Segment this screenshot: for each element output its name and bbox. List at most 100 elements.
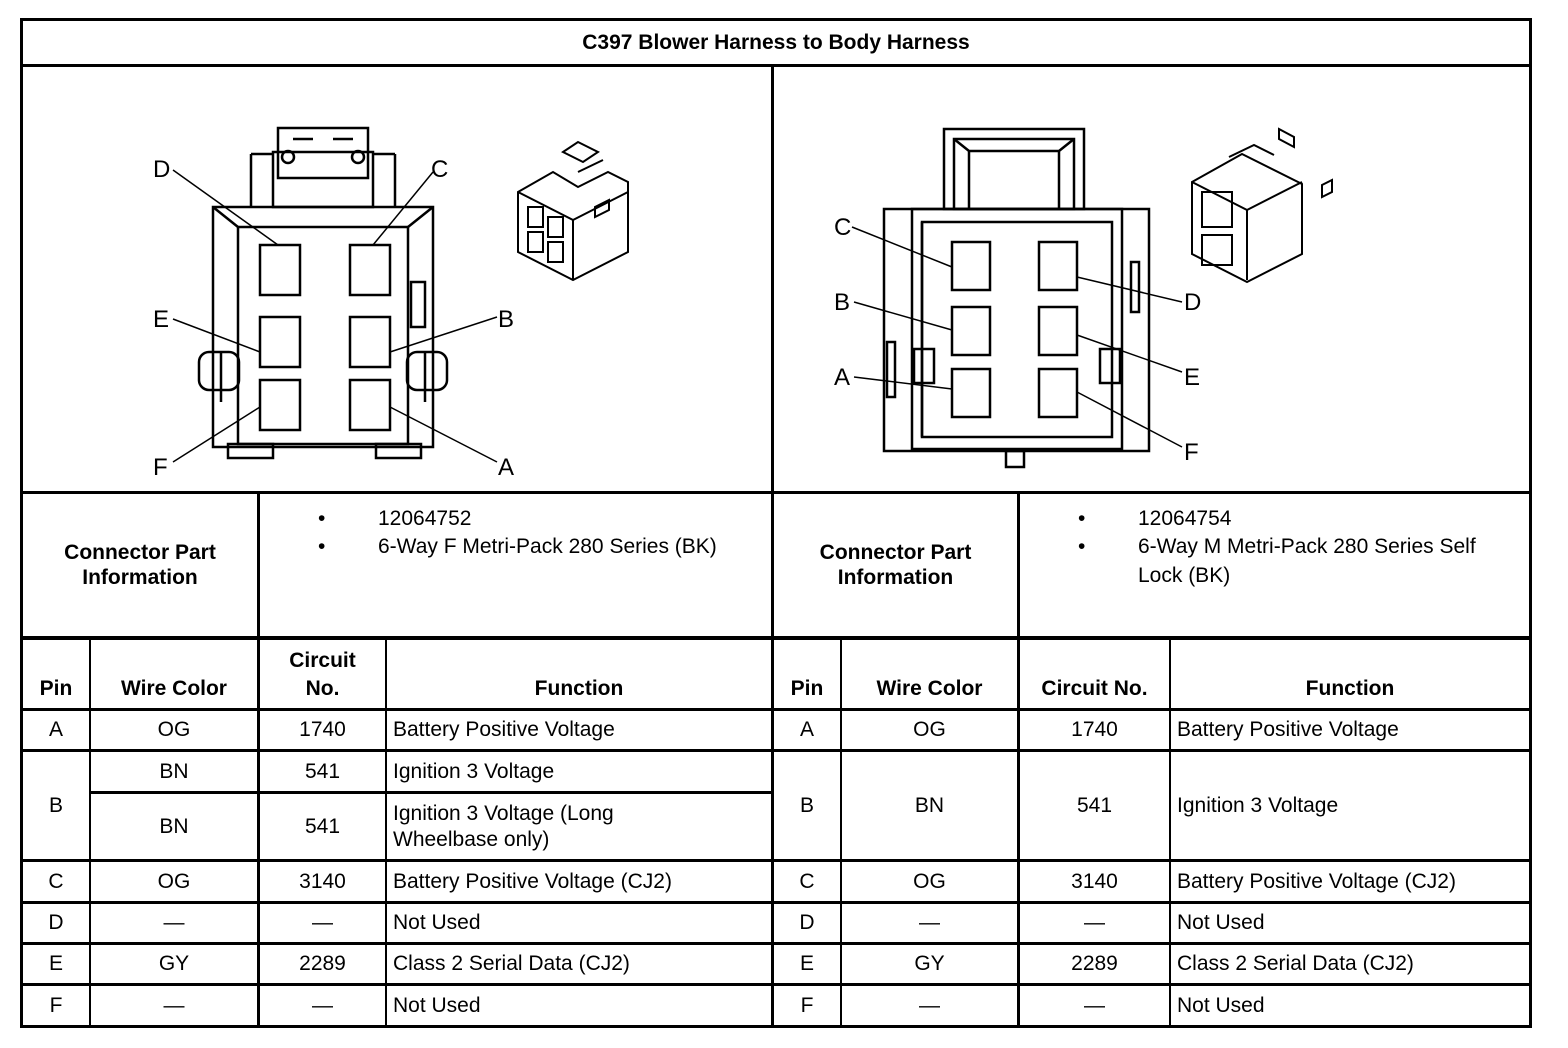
pin-cell: C <box>48 869 64 893</box>
header-pin: Pin <box>39 676 73 700</box>
pin-label: E <box>1184 364 1200 391</box>
pin-label: E <box>153 306 169 333</box>
function-cell: Ignition 3 Voltage <box>1177 793 1339 817</box>
connector-info-label: Connector Part Information <box>64 540 216 589</box>
left-connector-diagram: D C E B F A <box>153 126 629 481</box>
wire-color-cell: BN <box>159 814 189 838</box>
header-wire-color: Wire Color <box>121 676 227 700</box>
function-cell: Ignition 3 Voltage <box>393 759 555 783</box>
function-cell: Battery Positive Voltage <box>1177 718 1399 742</box>
circuit-cell: 3140 <box>1071 869 1118 893</box>
center-divider <box>771 67 774 1025</box>
part-info-list: 12064754 6-Way M Metri-Pack 280 Series S… <box>1078 505 1518 590</box>
left-iso-view <box>517 140 629 282</box>
pin-cell: D <box>48 911 64 935</box>
header-function: Function <box>1305 676 1395 700</box>
function-cell: Battery Positive Voltage (CJ2) <box>1177 869 1456 893</box>
title-divider <box>23 64 1529 67</box>
left-col-line <box>89 640 91 1025</box>
circuit-cell: 541 <box>304 759 341 783</box>
row-line <box>774 859 1529 862</box>
row-line <box>23 749 771 752</box>
pin-cell: C <box>799 869 815 893</box>
wire-color-cell: — <box>919 993 940 1017</box>
wire-color-cell: OG <box>913 869 946 893</box>
part-description: 6-Way F Metri-Pack 280 Series (BK) <box>318 533 758 562</box>
function-cell: Ignition 3 Voltage (Long Wheelbase only) <box>393 802 614 851</box>
left-col-line <box>385 640 387 1025</box>
pin-label: F <box>153 454 168 481</box>
pin-label: B <box>834 289 850 316</box>
row-line <box>774 749 1529 752</box>
wire-color-cell: GY <box>158 952 190 976</box>
row-line <box>23 901 771 904</box>
wire-color-cell: — <box>163 911 185 935</box>
part-number: 12064752 <box>318 505 758 534</box>
row-line <box>23 859 771 862</box>
wire-color-cell: BN <box>159 759 189 783</box>
pin-label: A <box>498 454 514 481</box>
circuit-cell: — <box>1084 911 1105 935</box>
pin-label: A <box>834 364 850 391</box>
header-circuit: Circuit No. <box>1041 676 1148 700</box>
circuit-cell: 2289 <box>1071 952 1118 976</box>
wire-color-cell: BN <box>914 793 945 817</box>
header-pin: Pin <box>790 676 824 700</box>
pin-cell: B <box>799 793 814 817</box>
diagram-divider <box>23 491 1529 494</box>
circuit-cell: — <box>312 993 333 1017</box>
circuit-cell: 3140 <box>299 869 346 893</box>
pin-cell: B <box>48 793 63 817</box>
circuit-cell: — <box>1084 993 1105 1017</box>
header-wire-color: Wire Color <box>876 676 983 700</box>
function-cell: Battery Positive Voltage <box>393 718 615 742</box>
circuit-cell: — <box>312 911 333 935</box>
function-cell: Not Used <box>1177 911 1265 935</box>
info-divider <box>23 636 1529 640</box>
circuit-cell: 2289 <box>299 952 346 976</box>
part-number: 12064754 <box>1078 505 1518 534</box>
function-cell: Battery Positive Voltage (CJ2) <box>393 869 672 893</box>
circuit-cell: 541 <box>1076 793 1113 817</box>
pin-cell: F <box>800 993 814 1017</box>
right-col-line <box>1169 640 1171 1025</box>
row-line <box>89 791 771 794</box>
right-info-divider <box>1017 494 1020 1025</box>
part-info-list: 12064752 6-Way F Metri-Pack 280 Series (… <box>318 505 758 562</box>
function-cell: Class 2 Serial Data (CJ2) <box>393 952 630 976</box>
pin-cell: A <box>799 718 814 742</box>
part-description: 6-Way M Metri-Pack 280 Series Self Lock … <box>1078 533 1518 590</box>
function-cell: Not Used <box>393 993 481 1017</box>
pin-label: C <box>431 156 448 183</box>
pin-label: D <box>153 156 170 183</box>
wire-color-cell: — <box>919 911 940 935</box>
document-title: C397 Blower Harness to Body Harness <box>582 31 970 54</box>
row-line <box>23 942 771 945</box>
pin-label: F <box>1184 439 1199 466</box>
pin-cell: D <box>799 911 815 935</box>
wire-color-cell: OG <box>913 718 946 742</box>
pin-label: C <box>834 214 851 241</box>
left-info-divider <box>257 494 260 1025</box>
wire-color-cell: GY <box>914 952 945 976</box>
pin-label: B <box>498 306 514 333</box>
pin-cell: E <box>48 952 63 976</box>
row-line <box>774 901 1529 904</box>
header-divider <box>23 708 1529 711</box>
row-line <box>774 983 1529 986</box>
pin-cell: A <box>48 718 63 742</box>
wire-color-cell: OG <box>157 718 191 742</box>
wire-color-cell: — <box>163 993 185 1017</box>
wire-color-cell: OG <box>157 869 191 893</box>
header-circuit: Circuit No. <box>289 649 356 700</box>
function-cell: Not Used <box>393 911 481 935</box>
function-cell: Class 2 Serial Data (CJ2) <box>1177 952 1414 976</box>
function-cell: Not Used <box>1177 993 1265 1017</box>
circuit-cell: 1740 <box>299 718 346 742</box>
pin-label: D <box>1184 289 1201 316</box>
connector-info-label: Connector Part Information <box>819 540 972 589</box>
row-line <box>23 983 771 986</box>
pin-cell: F <box>49 993 63 1017</box>
right-iso-view <box>1191 127 1333 284</box>
row-line <box>774 942 1529 945</box>
